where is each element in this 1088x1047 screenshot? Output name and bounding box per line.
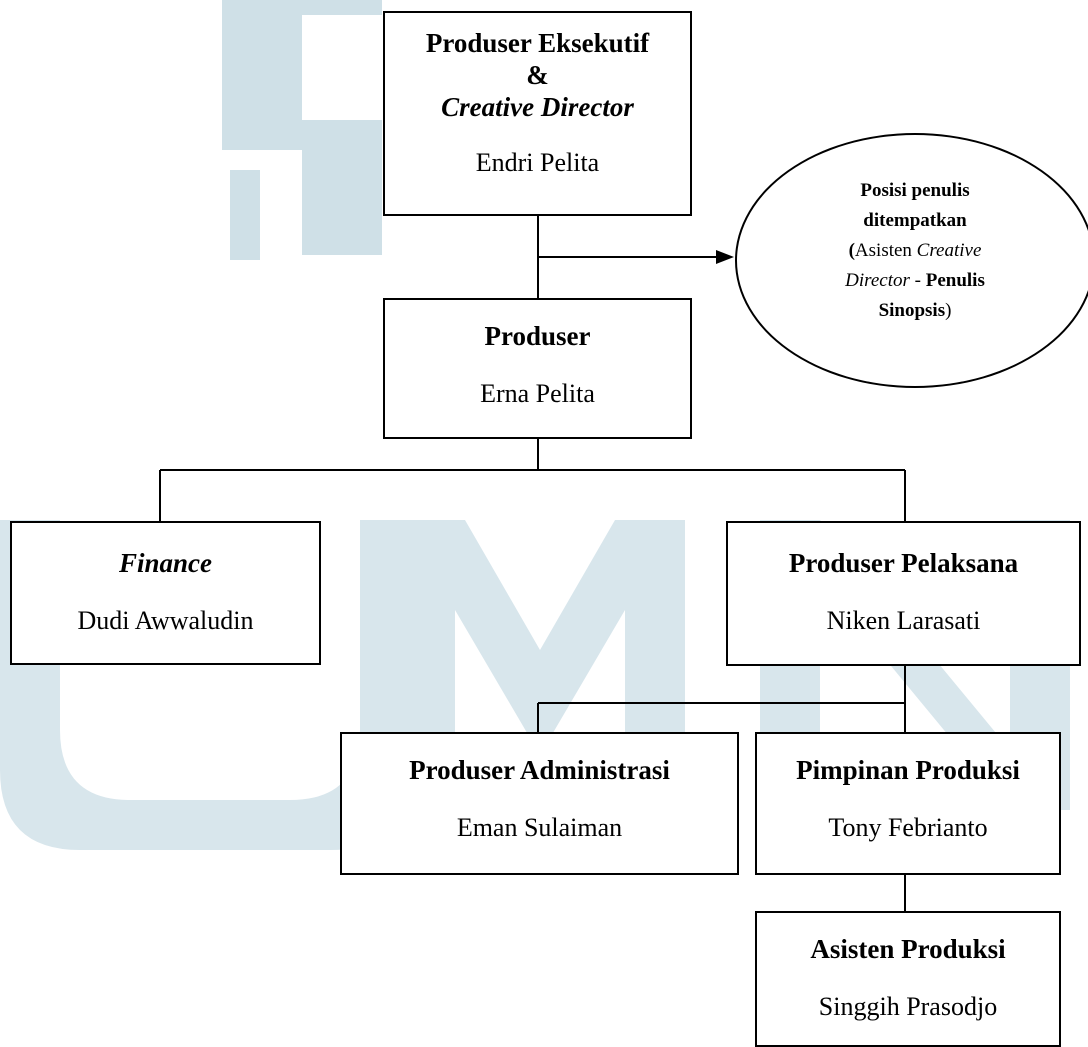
node-production-assistant: Asisten Produksi Singgih Prasodjo <box>755 911 1061 1047</box>
note-paren: ( <box>848 240 855 261</box>
node-role-italic: Creative Director <box>441 92 634 122</box>
node-name: Erna Pelita <box>480 379 595 408</box>
node-name: Dudi Awwaludin <box>77 606 254 635</box>
note-text: Asisten <box>854 240 917 261</box>
node-producer: Produser Erna Pelita <box>383 298 692 439</box>
node-role: Asisten Produksi <box>810 934 1006 964</box>
writer-position-note: Posisi penulis ditempatkan (Asisten Crea… <box>735 133 1088 388</box>
watermark-block <box>302 0 382 15</box>
note-line: ditempatkan <box>863 210 967 231</box>
note-text: - <box>909 270 926 291</box>
node-name: Endri Pelita <box>475 148 600 177</box>
node-role: Produser Administrasi <box>409 755 670 785</box>
watermark-block <box>222 0 302 120</box>
node-line-producer: Produser Pelaksana Niken Larasati <box>726 521 1081 666</box>
node-role: Produser Pelaksana <box>788 548 1019 578</box>
note-paren: ) <box>945 300 952 321</box>
arrowhead-icon <box>716 250 734 264</box>
watermark-letter-m <box>395 520 685 810</box>
node-role: Produser Eksekutif <box>425 28 650 58</box>
node-name: Tony Febrianto <box>828 813 988 842</box>
note-text-bold: Sinopsis <box>878 300 946 321</box>
node-name: Eman Sulaiman <box>456 813 623 842</box>
node-role: Pimpinan Produksi <box>796 755 1020 785</box>
note-text-italic: Creative <box>916 240 982 261</box>
watermark-block <box>222 120 382 150</box>
note-line: Posisi penulis <box>860 180 970 201</box>
note-text-italic: Director <box>845 270 910 291</box>
node-role-italic: Finance <box>118 548 212 578</box>
node-role-ampersand: & <box>526 60 549 90</box>
watermark-block <box>230 170 260 260</box>
node-role: Produser <box>484 321 591 351</box>
node-admin-producer: Produser Administrasi Eman Sulaiman <box>340 732 739 875</box>
node-name: Singgih Prasodjo <box>818 992 998 1021</box>
node-name: Niken Larasati <box>826 606 981 635</box>
node-production-manager: Pimpinan Produksi Tony Febrianto <box>755 732 1061 875</box>
watermark-block <box>302 150 382 255</box>
node-finance: Finance Dudi Awwaludin <box>10 521 321 665</box>
node-executive-producer: Produser Eksekutif & Creative Director E… <box>383 11 692 216</box>
note-text-bold: Penulis <box>925 270 985 291</box>
